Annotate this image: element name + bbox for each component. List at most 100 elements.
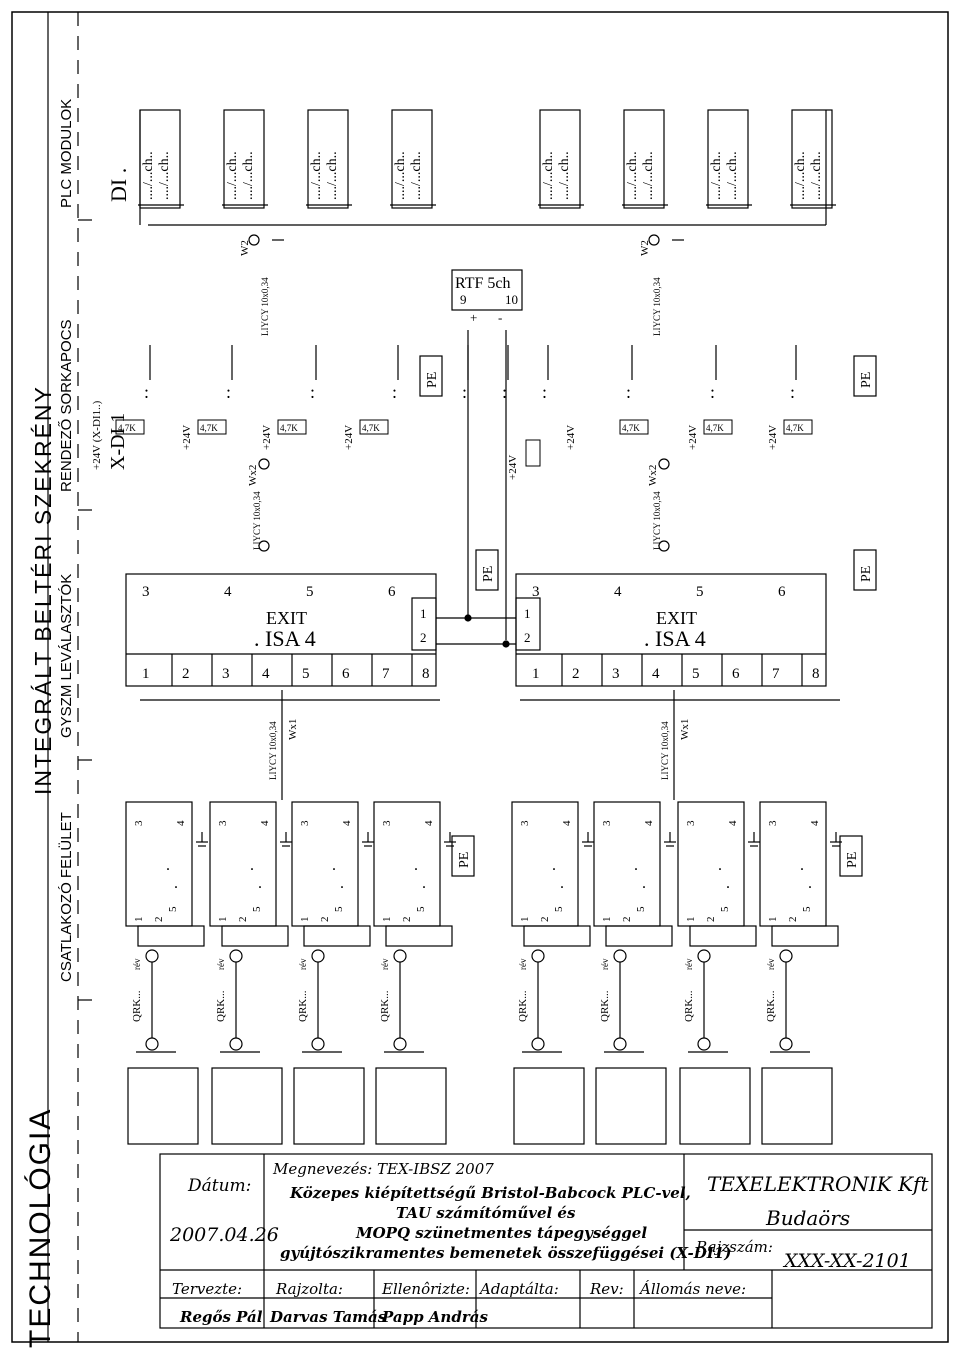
junction [464, 614, 472, 622]
plc-channel-label: ..../...ch.. [809, 151, 824, 200]
device-pin: 5 [415, 906, 427, 912]
device-dot: . [250, 857, 254, 874]
device-pin: 4 [423, 820, 435, 826]
field-sensor-box-1 [127, 1067, 199, 1145]
rajzolta-value: Darvas Tamás [270, 1308, 387, 1326]
device-pin: 2 [787, 917, 799, 923]
cable-node-wx2-2 [658, 458, 670, 470]
device-pin: 4 [561, 820, 573, 826]
device-pin: 3 [381, 820, 393, 826]
device-connector [605, 925, 673, 947]
rtf-minus: - [498, 310, 502, 325]
device-pin: 1 [519, 917, 531, 923]
cable-label-qrk: QRK... [379, 990, 391, 1022]
device-connector [303, 925, 371, 947]
isa-bottom-pin: 5 [302, 666, 310, 682]
isa-exit-label: EXIT [266, 608, 307, 628]
cable-label-rev: rév [518, 958, 528, 970]
cable-node-wx2b-1 [258, 540, 270, 552]
device-pin: 4 [259, 820, 271, 826]
device-pin: 3 [601, 820, 613, 826]
device-pin: 3 [685, 820, 697, 826]
device-dot: . [332, 857, 336, 874]
terminal-dots: : [502, 382, 507, 402]
resistor-3 [277, 419, 307, 435]
device-dot: . [800, 857, 804, 874]
device-dot: . [552, 857, 556, 874]
datum-label: Dátum: [188, 1176, 252, 1196]
plc-channel-label: ..../...ch.. [793, 151, 808, 200]
isa-bottom-pin: 3 [612, 666, 620, 682]
isa-side-pin-2: 2 [524, 630, 531, 645]
device-pin: 3 [767, 820, 779, 826]
device-dot: . [166, 857, 170, 874]
device-dot: . [634, 857, 638, 874]
cable-label-rev: rév [216, 958, 226, 970]
pe-box-5 [451, 835, 475, 877]
device-pin: 4 [175, 820, 187, 826]
isa-top-pin: 5 [306, 584, 314, 600]
device-pin: 4 [809, 820, 821, 826]
terminal-dots: : [310, 382, 315, 402]
device-connector [221, 925, 289, 947]
cable-label-w2: W2 [239, 240, 251, 256]
rajzolta-label: Rajzolta: [276, 1280, 343, 1298]
isa-side-box [411, 597, 437, 651]
device-pin: 2 [153, 917, 165, 923]
cable-label-qrk: QRK... [599, 990, 611, 1022]
device-terminal [531, 949, 545, 963]
device-pin: 2 [401, 917, 413, 923]
plc-channel-group-2 [223, 109, 265, 209]
isa-top-pin: 5 [696, 584, 704, 600]
device-pin: 1 [381, 917, 393, 923]
plc-channel-label: ..../...ch.. [309, 151, 324, 200]
device-connector [523, 925, 591, 947]
cable-node-wx2-1 [258, 458, 270, 470]
cable-label-rev: rév [380, 958, 390, 970]
device-terminal [229, 949, 243, 963]
pe-label: PE [425, 372, 440, 388]
device-dot: . [560, 875, 564, 892]
device-terminal-lower [145, 1037, 159, 1051]
device-pin: 3 [299, 820, 311, 826]
isa-bottom-pin: 4 [262, 666, 270, 682]
isa-bottom-pin: 2 [572, 666, 580, 682]
supply-label: +24V [507, 455, 519, 480]
device-pin: 4 [341, 820, 353, 826]
device-dot: . [414, 857, 418, 874]
pe-label: PE [481, 566, 496, 582]
desc-line-4: gyújtószikramentes bemenetek összefüggés… [280, 1244, 732, 1262]
device-dot: . [258, 875, 262, 892]
device-dot: . [642, 875, 646, 892]
cable-label-rev: rév [600, 958, 610, 970]
ellenorizte-label: Ellenôrizte: [382, 1280, 470, 1298]
device-pin: 5 [167, 906, 179, 912]
device-terminal-lower [697, 1037, 711, 1051]
isa-top-pin: 4 [224, 584, 232, 600]
rtf-title: RTF 5ch [455, 275, 510, 292]
pe-label: PE [845, 852, 860, 868]
plc-channel-label: ..../...ch.. [541, 151, 556, 200]
isa-side-pin-1: 1 [524, 606, 531, 621]
resistor-label: 4,7K [706, 423, 724, 433]
field-sensor-box-7 [679, 1067, 751, 1145]
pe-label: PE [859, 372, 874, 388]
resistor-label: 4,7K [622, 423, 640, 433]
device-connector [385, 925, 453, 947]
cable-node-w2-2 [648, 234, 660, 246]
device-pin: 5 [251, 906, 263, 912]
supply-label: +24V [181, 425, 193, 450]
rtf-pin-10: 10 [505, 292, 518, 307]
field-sensor-box-3 [293, 1067, 365, 1145]
device-pin: 2 [319, 917, 331, 923]
cable-label-wx1: Wx1 [287, 719, 299, 740]
field-sensor-box-4 [375, 1067, 447, 1145]
cable-node-wx2b-2 [658, 540, 670, 552]
device-pin: 3 [217, 820, 229, 826]
cable-label-wx2: Wx2 [247, 465, 259, 486]
field-sensor-box-6 [595, 1067, 667, 1145]
cable-label-liycy-top: LIYCY 10x0,34 [652, 277, 662, 336]
isa-bottom-pin: 2 [182, 666, 190, 682]
rtf-module [451, 269, 523, 311]
device-dot: . [174, 875, 178, 892]
